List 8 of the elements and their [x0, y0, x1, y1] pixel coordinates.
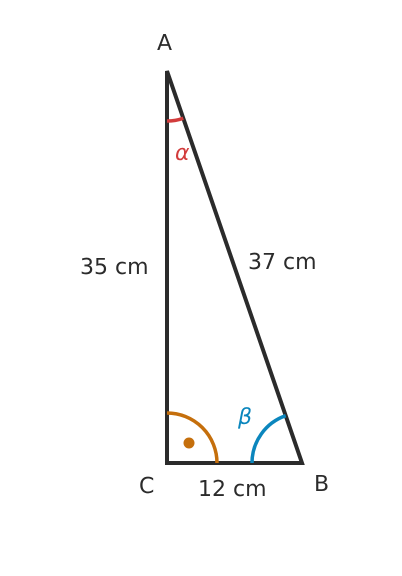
- vertex-label: A: [157, 33, 172, 55]
- side-length-label: 35 cm: [80, 257, 149, 279]
- side-length-label: 37 cm: [248, 252, 317, 274]
- angle-label: α: [175, 143, 190, 165]
- vertex-label: C: [139, 476, 154, 498]
- side-length-label: 12 cm: [198, 479, 267, 501]
- angle-label: β: [238, 407, 252, 429]
- vertex-label: B: [314, 474, 330, 496]
